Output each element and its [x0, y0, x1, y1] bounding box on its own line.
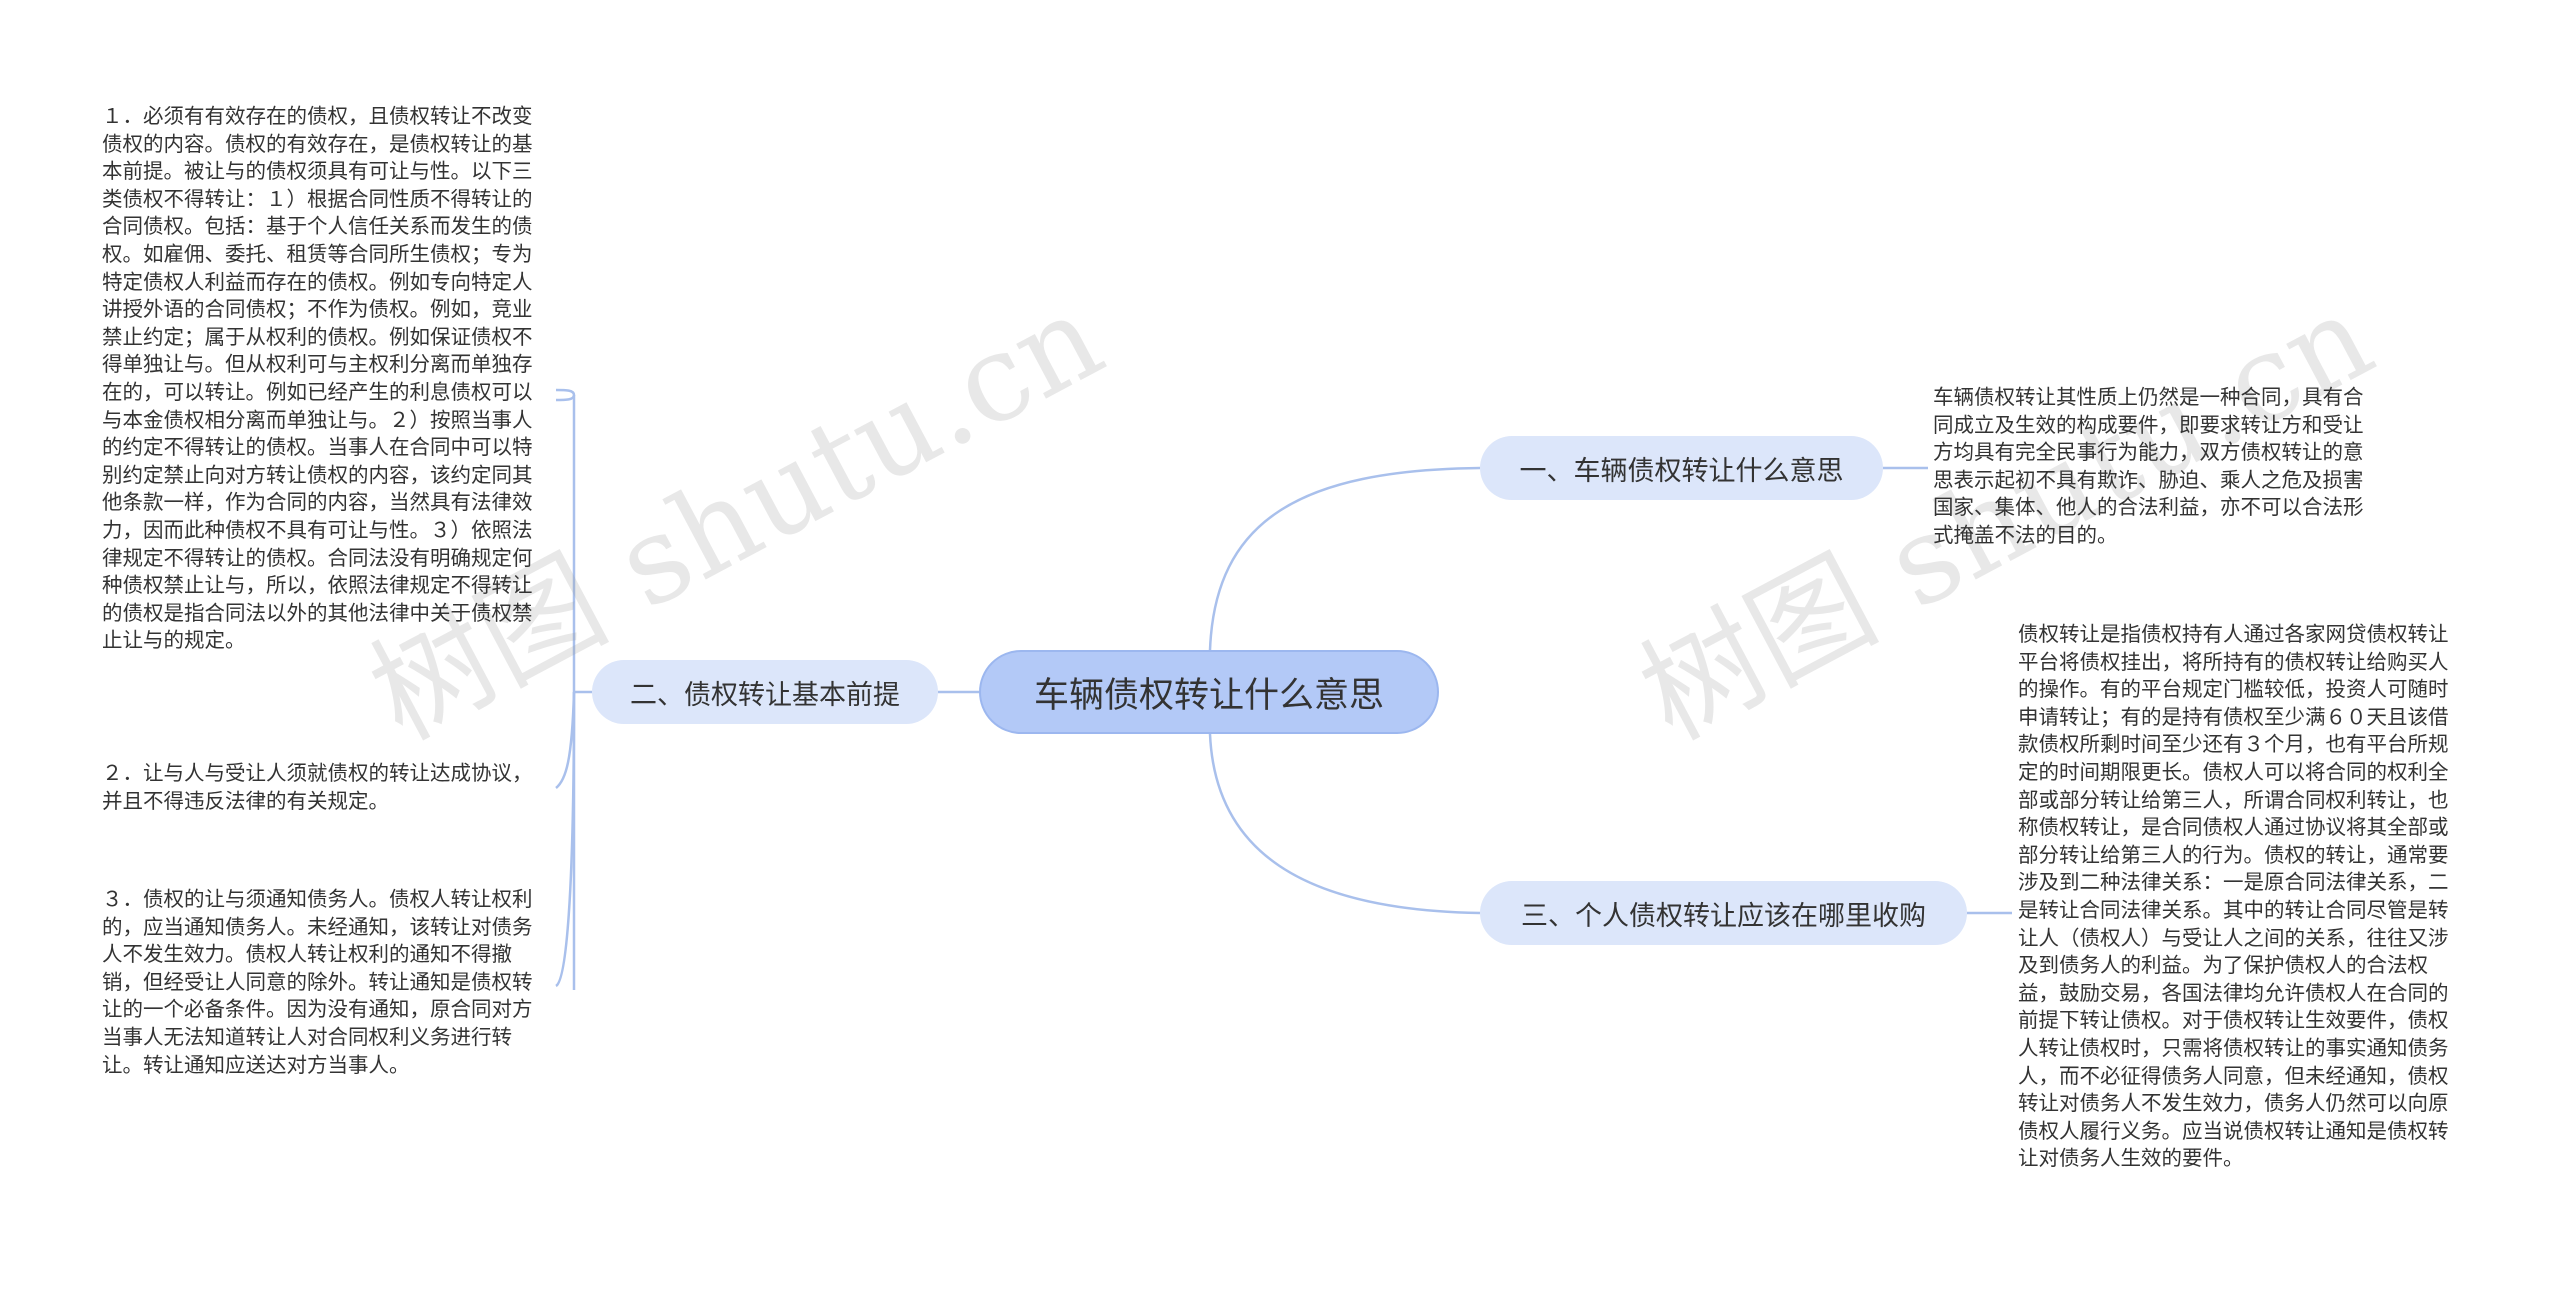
branch-topic-1[interactable]: 一、车辆债权转让什么意思: [1480, 436, 1883, 500]
branch-topic-3[interactable]: 三、个人债权转让应该在哪里收购: [1480, 881, 1967, 945]
leaf-topic-2-3[interactable]: ３．债权的让与须通知债务人。债权人转让权利的，应当通知债务人。未经通知，该转让对…: [102, 887, 533, 1077]
link-b2-bracket: [572, 395, 592, 990]
branch-topic-2[interactable]: 二、债权转让基本前提: [592, 660, 938, 724]
leaf-topic-2-1[interactable]: １．必须有有效存在的债权，且债权转让不改变债权的内容。债权的有效存在，是债权转让…: [102, 104, 533, 653]
leaf-topic-2-2[interactable]: ２．让与人与受让人须就债权的转让达成协议，并且不得违反法律的有关规定。: [102, 761, 533, 813]
link-root-b1: [1208, 466, 1481, 651]
link-b2-leaf2: [555, 691, 576, 789]
root-topic[interactable]: 车辆债权转让什么意思: [979, 650, 1439, 734]
link-b2-leaf3: [555, 691, 576, 988]
link-root-b3: [1208, 733, 1481, 915]
leaf-topic-1-1[interactable]: 车辆债权转让其性质上仍然是一种合同，具有合同成立及生效的构成要件，即要求转让方和…: [1933, 385, 2364, 547]
leaf-topic-3-1[interactable]: 债权转让是指债权持有人通过各家网贷债权转让平台将债权挂出，将所持有的债权转让给购…: [2018, 622, 2449, 1171]
link-b2-leaf1: [555, 388, 576, 402]
